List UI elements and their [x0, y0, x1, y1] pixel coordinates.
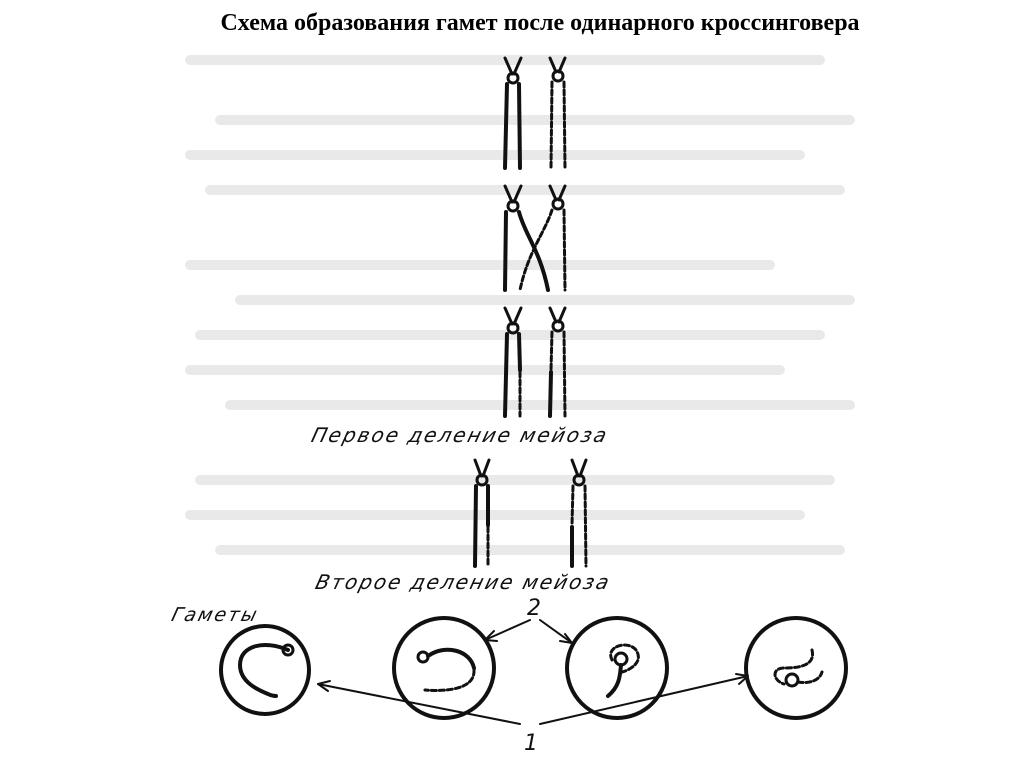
marker-1: 1 [524, 731, 538, 756]
arrows-label-2 [484, 619, 573, 644]
marker-2: 2 [527, 596, 541, 621]
second-division-label: Второе деление мейоза [313, 570, 614, 594]
stage-2-crossover [503, 184, 567, 292]
gametes-label: Гаметы [169, 604, 262, 626]
diagram-title: Схема образования гамет после одинарного… [220, 10, 860, 36]
stage-3-recombined [503, 306, 567, 418]
stage-1-homologs [503, 56, 567, 170]
background-scan-texture [185, 55, 855, 555]
gamete-1-parental [219, 624, 311, 716]
arrows-label-1 [317, 673, 749, 725]
first-division-label: Первое деление мейоза [309, 423, 612, 447]
gamete-3-recombinant [565, 616, 669, 720]
gamete-4-parental [744, 616, 848, 720]
stage-4-separated [473, 458, 588, 568]
gamete-2-recombinant [392, 616, 496, 720]
